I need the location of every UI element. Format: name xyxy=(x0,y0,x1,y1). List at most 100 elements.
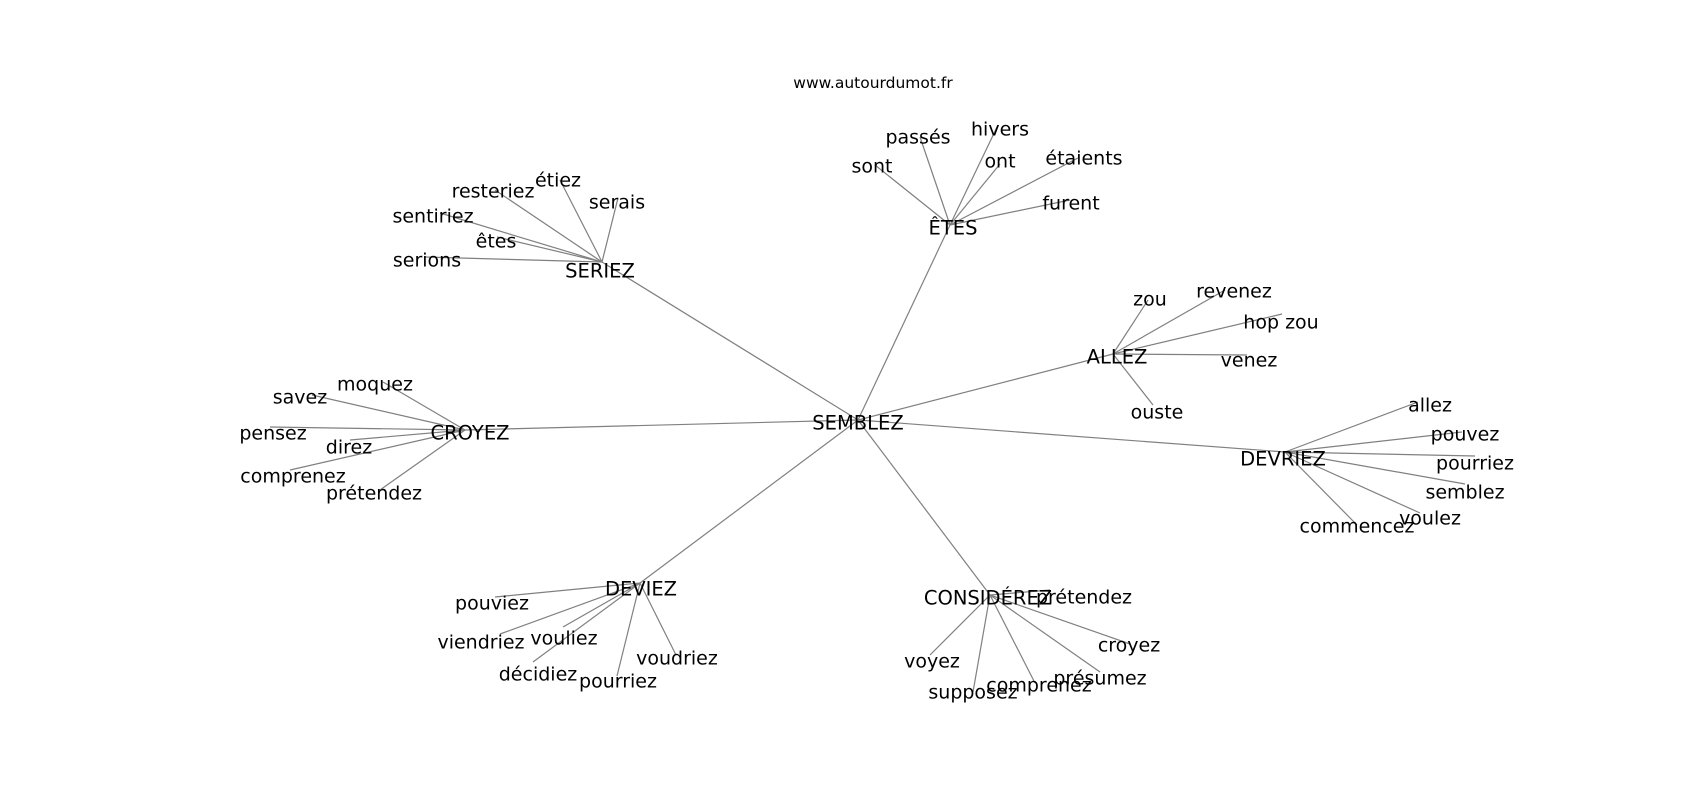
edge-center-considerez xyxy=(857,419,991,596)
leaf-word-considerez-pretendez: prétendez xyxy=(1036,587,1132,609)
leaf-word-deviez-pourriez: pourriez xyxy=(579,671,657,693)
edge-devriez-pourriez xyxy=(1284,451,1476,457)
leaf-word-deviez-vouliez: vouliez xyxy=(530,628,597,650)
edge-croyez-moquez xyxy=(382,381,466,431)
edge-considerez-voyez xyxy=(929,594,991,656)
edge-allez-zou xyxy=(1112,299,1149,355)
edge-seriez-resteriez xyxy=(494,189,603,263)
hub-word-allez: ALLEZ xyxy=(1087,346,1148,369)
leaf-word-deviez-pouviez: pouviez xyxy=(455,593,529,615)
center-word: SEMBLEZ xyxy=(812,412,903,435)
edge-etes-passes xyxy=(919,136,951,226)
edge-croyez-comprenez xyxy=(289,429,466,471)
edge-deviez-pouviez xyxy=(494,582,641,598)
edge-considerez-presumez xyxy=(989,594,1101,673)
edge-etes-sont xyxy=(874,164,951,226)
leaf-word-etes-ont: ont xyxy=(984,151,1015,173)
leaf-word-considerez-croyez: croyez xyxy=(1098,635,1160,657)
edge-seriez-serions xyxy=(424,256,603,263)
edge-center-devriez xyxy=(857,419,1286,453)
leaf-word-etes-furent: furent xyxy=(1042,193,1099,215)
leaf-word-seriez-etiez: étiez xyxy=(535,170,581,192)
leaf-word-croyez-moquez: moquez xyxy=(337,374,413,396)
edge-deviez-viendriez xyxy=(499,582,641,635)
leaf-word-allez-hop-zou: hop zou xyxy=(1243,312,1318,334)
edge-deviez-voudriez xyxy=(639,582,677,656)
leaf-word-considerez-presumez: présumez xyxy=(1053,668,1146,690)
leaf-word-allez-venez: venez xyxy=(1221,350,1278,372)
edge-devriez-semblez xyxy=(1284,451,1466,485)
leaf-word-croyez-savez: savez xyxy=(273,387,327,409)
edge-devriez-voulez xyxy=(1284,451,1421,514)
leaf-word-considerez-supposez: supposez xyxy=(928,682,1017,704)
edge-etes-etaients xyxy=(949,157,1079,226)
edge-croyez-pensez xyxy=(269,426,466,431)
hub-word-etes: ÊTES xyxy=(929,217,978,240)
edge-considerez-comprenez xyxy=(989,594,1036,684)
hub-word-croyez: CROYEZ xyxy=(430,422,509,445)
edge-allez-venez xyxy=(1112,353,1248,356)
leaf-word-seriez-serais: serais xyxy=(589,192,645,214)
edge-etes-ont xyxy=(949,163,1001,226)
edge-seriez-sentiriez xyxy=(439,212,603,263)
edge-center-deviez xyxy=(639,419,859,584)
leaf-word-etes-hivers: hivers xyxy=(971,119,1029,141)
leaf-word-seriez-serions: serions xyxy=(393,250,461,272)
leaf-word-devriez-pourriez: pourriez xyxy=(1436,453,1514,475)
edge-deviez-pourriez xyxy=(616,582,641,677)
edge-devriez-commencez xyxy=(1284,451,1358,526)
leaf-word-etes-sont: sont xyxy=(851,156,892,178)
edge-deviez-vouliez xyxy=(562,582,641,628)
leaf-word-allez-revenez: revenez xyxy=(1196,281,1272,303)
edge-deviez-decidiez xyxy=(532,582,641,663)
hub-word-devriez: DEVRIEZ xyxy=(1240,448,1326,471)
leaf-word-seriez-resteriez: resteriez xyxy=(452,181,535,203)
edge-croyez-pretendez xyxy=(379,429,466,491)
leaf-word-seriez-etes: êtes xyxy=(476,231,517,253)
leaf-word-devriez-allez: allez xyxy=(1408,395,1452,417)
leaf-word-deviez-voudriez: voudriez xyxy=(636,648,718,670)
edge-croyez-direz xyxy=(349,429,466,441)
leaf-word-etes-passes: passés xyxy=(885,127,950,149)
edge-center-allez xyxy=(857,353,1114,421)
site-credit: www.autourdumot.fr xyxy=(793,74,953,92)
leaf-word-croyez-pensez: pensez xyxy=(239,423,306,445)
leaf-word-devriez-pouvez: pouvez xyxy=(1431,424,1500,446)
leaf-word-croyez-comprenez: comprenez xyxy=(240,466,345,488)
leaf-word-allez-zou: zou xyxy=(1133,289,1167,311)
hub-word-deviez: DEVIEZ xyxy=(605,578,677,601)
edge-allez-revenez xyxy=(1112,289,1226,355)
edge-layer xyxy=(269,124,1476,693)
leaf-word-croyez-pretendez: prétendez xyxy=(326,483,422,505)
edge-etes-furent xyxy=(949,199,1071,226)
leaf-word-deviez-decidiez: décidiez xyxy=(499,664,578,686)
edge-center-croyez xyxy=(464,419,859,431)
leaf-word-deviez-viendriez: viendriez xyxy=(437,632,524,654)
leaf-word-considerez-voyez: voyez xyxy=(904,651,960,673)
edge-seriez-etiez xyxy=(559,179,603,263)
edge-center-seriez xyxy=(601,261,859,421)
hub-word-seriez: SERIEZ xyxy=(565,260,635,283)
edge-seriez-etes xyxy=(496,236,603,263)
edge-devriez-allez xyxy=(1284,401,1419,453)
leaf-word-seriez-sentiriez: sentiriez xyxy=(392,206,473,228)
leaf-word-devriez-commencez: commencez xyxy=(1300,516,1415,538)
leaf-word-considerez-comprenez: comprenez xyxy=(986,675,1091,697)
leaf-word-allez-ouste: ouste xyxy=(1131,402,1184,424)
edge-center-etes xyxy=(857,224,951,421)
edge-considerez-pretendez xyxy=(989,589,1051,596)
leaf-word-croyez-direz: direz xyxy=(326,437,372,459)
edge-considerez-croyez xyxy=(989,594,1131,645)
leaf-word-etes-etaients: étaients xyxy=(1045,148,1122,170)
edge-seriez-serais xyxy=(601,197,619,263)
edge-allez-hop-zou xyxy=(1112,313,1283,355)
edge-etes-hivers xyxy=(949,124,999,226)
edge-croyez-savez xyxy=(311,394,466,431)
leaf-word-devriez-voulez: voulez xyxy=(1399,508,1461,530)
leaf-word-devriez-semblez: semblez xyxy=(1425,482,1504,504)
hub-word-considerez: CONSIDÉREZ xyxy=(924,587,1052,610)
edge-considerez-supposez xyxy=(972,594,991,693)
edge-allez-ouste xyxy=(1112,353,1154,406)
